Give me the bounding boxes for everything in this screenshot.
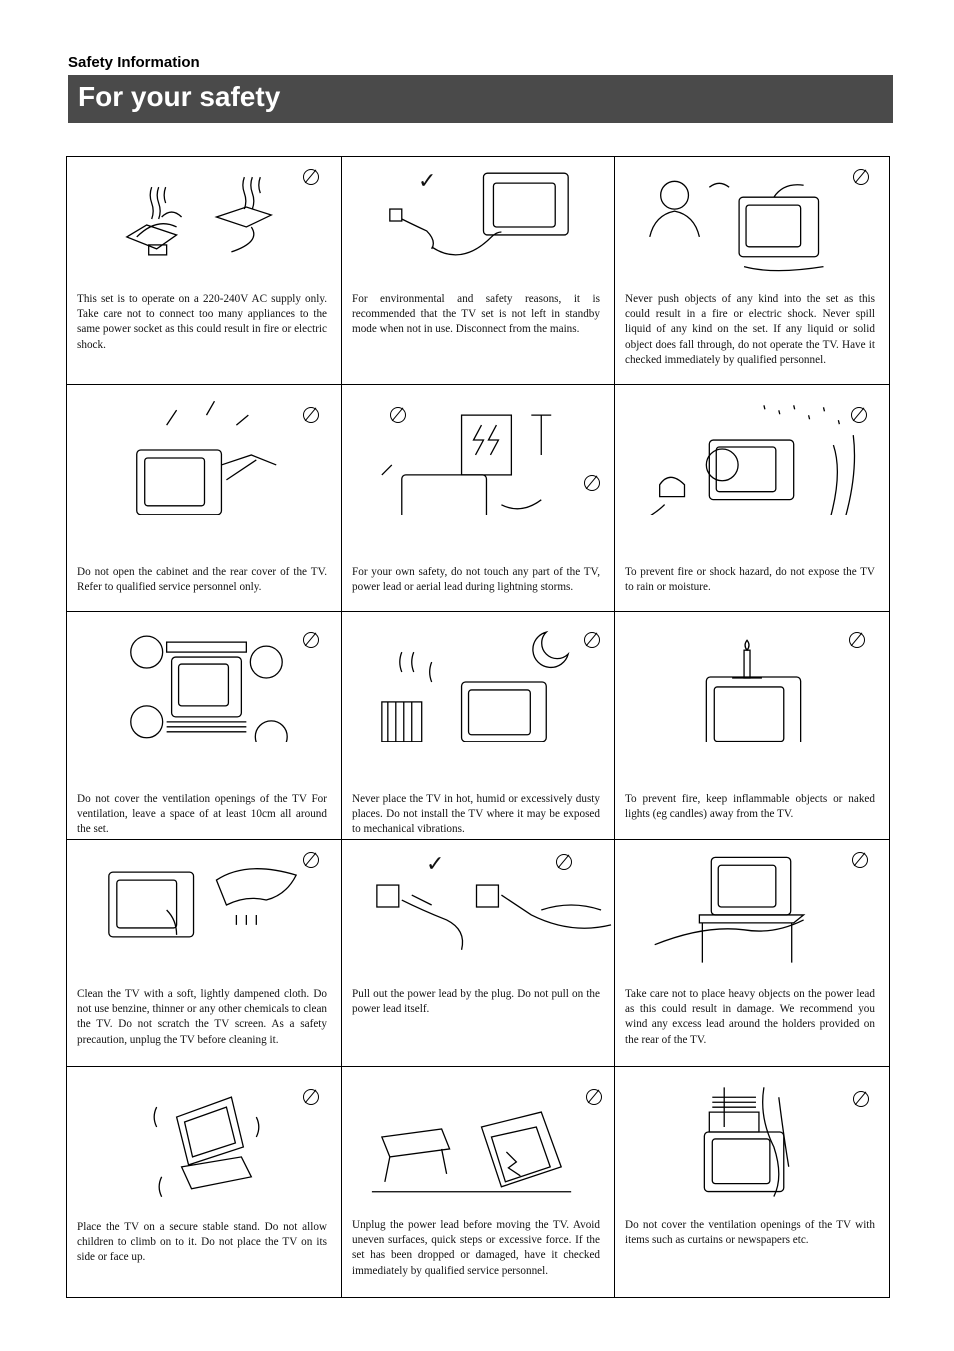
illustration-candle: [705, 639, 802, 742]
prohibit-icon: [584, 475, 600, 491]
illustration-rain-moisture: [650, 405, 856, 515]
prohibit-icon: [556, 854, 572, 870]
page-title: For your safety: [78, 81, 281, 112]
title-bar: For your safety: [68, 75, 893, 123]
illustration-ventilation-space: [130, 635, 288, 742]
prohibit-icon: [303, 852, 319, 868]
safety-cell-cover-vents: Do not cover the ventilation openings of…: [615, 1067, 889, 1297]
safety-text: This set is to operate on a 220-240V AC …: [77, 293, 327, 351]
safety-text: Unplug the power lead before moving the …: [352, 1219, 600, 1277]
safety-text: For environmental and safety reasons, it…: [352, 293, 600, 336]
safety-cell-rain: To prevent fire or shock hazard, do not …: [615, 385, 889, 612]
safety-cell-objects-liquids: Never push objects of any kind into the …: [615, 157, 889, 385]
checkmark-icon: ✓: [418, 169, 437, 194]
safety-text: For your own safety, do not touch any pa…: [352, 566, 600, 594]
prohibit-icon: [303, 632, 319, 648]
prohibit-icon: [584, 632, 600, 648]
safety-text: Do not cover the ventilation openings of…: [625, 1219, 875, 1247]
safety-text: Never place the TV in hot, humid or exce…: [352, 793, 600, 836]
safety-cell-power-lead: ✓ Pull out the power lead by the plug. D…: [342, 840, 615, 1067]
safety-text: Place the TV on a secure stable stand. D…: [77, 1221, 327, 1264]
checkmark-icon: ✓: [426, 852, 445, 877]
prohibit-icon: [390, 407, 406, 423]
illustration-heavy-objects-on-lead: [654, 856, 806, 963]
safety-text: Never push objects of any kind into the …: [625, 293, 875, 366]
illustration-overloaded-socket: [125, 176, 274, 256]
illustration-hot-humid: [381, 630, 570, 742]
prohibit-icon: [851, 407, 867, 423]
safety-grid: This set is to operate on a 220-240V AC …: [66, 156, 890, 1298]
illustration-covered-vents: [703, 1087, 790, 1197]
safety-cell-cabinet: Do not open the cabinet and the rear cov…: [67, 385, 342, 612]
illustration-open-cabinet: [136, 400, 277, 515]
section-label: Safety Information: [68, 54, 200, 71]
illustration-liquid-spill: [649, 180, 824, 272]
illustration-pull-plug: [376, 884, 612, 950]
prohibit-icon: [852, 852, 868, 868]
safety-text: To prevent fire, keep inflammable object…: [625, 793, 875, 821]
safety-text: Do not cover the ventilation openings of…: [77, 793, 327, 836]
safety-cell-power-supply: This set is to operate on a 220-240V AC …: [67, 157, 342, 385]
prohibit-icon: [303, 1089, 319, 1105]
prohibit-icon: [303, 407, 319, 423]
prohibit-icon: [849, 632, 865, 648]
safety-text: Clean the TV with a soft, lightly dampen…: [77, 988, 327, 1046]
prohibit-icon: [853, 169, 869, 185]
safety-cell-ventilation-space: Do not cover the ventilation openings of…: [67, 612, 342, 840]
illustration-unstable-stand: [153, 1096, 260, 1197]
illustration-cleaning: [108, 868, 298, 938]
safety-text: Do not open the cabinet and the rear cov…: [77, 566, 327, 594]
safety-cell-moving: Unplug the power lead before moving the …: [342, 1067, 615, 1297]
illustration-dropped-tv: [371, 1111, 572, 1193]
safety-text: To prevent fire or shock hazard, do not …: [625, 566, 875, 594]
safety-text: Take care not to place heavy objects on …: [625, 988, 875, 1046]
prohibit-icon: [586, 1089, 602, 1105]
safety-cell-hot-humid: Never place the TV in hot, humid or exce…: [342, 612, 615, 840]
safety-cell-stable-stand: Place the TV on a secure stable stand. D…: [67, 1067, 342, 1297]
safety-cell-candles: To prevent fire, keep inflammable object…: [615, 612, 889, 840]
safety-cell-lightning: For your own safety, do not touch any pa…: [342, 385, 615, 612]
prohibit-icon: [853, 1091, 869, 1107]
illustration-lightning: [381, 414, 552, 515]
safety-text: Pull out the power lead by the plug. Do …: [352, 988, 600, 1016]
safety-cell-standby: ✓ For environmental and safety reasons, …: [342, 157, 615, 385]
safety-cell-heavy-objects: Take care not to place heavy objects on …: [615, 840, 889, 1067]
safety-cell-cleaning: Clean the TV with a soft, lightly dampen…: [67, 840, 342, 1067]
illustration-unplug-tv: [389, 172, 569, 256]
prohibit-icon: [303, 169, 319, 185]
